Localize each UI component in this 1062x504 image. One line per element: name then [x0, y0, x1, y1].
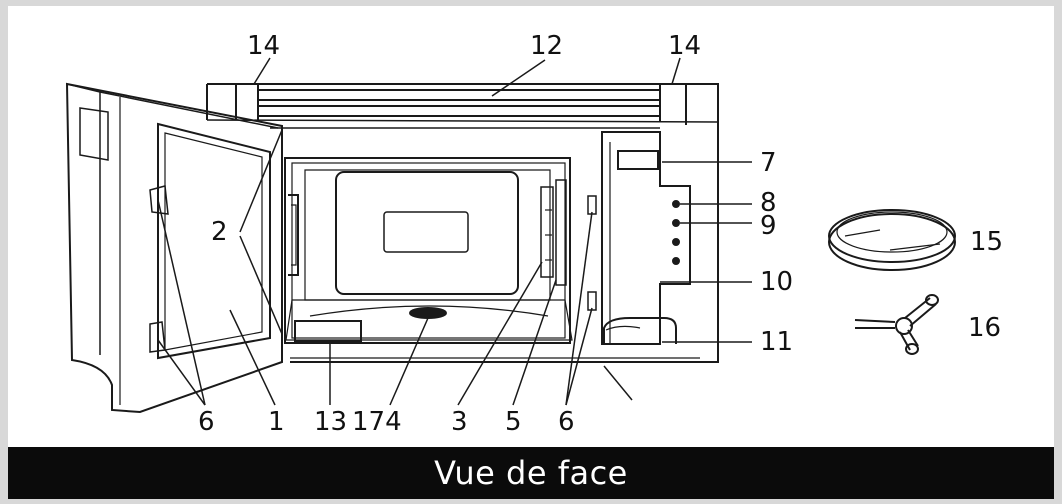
callout-15: 15 — [970, 227, 1003, 257]
roller-ring-support — [854, 294, 939, 355]
callout-6-right: 6 — [558, 407, 575, 437]
callout-5: 5 — [505, 407, 522, 437]
callout-3: 3 — [451, 407, 468, 437]
callout-leader-lines — [157, 57, 752, 406]
turntable-glass-tray — [828, 209, 956, 271]
callout-12: 12 — [530, 31, 563, 61]
callout-8: 8 — [760, 188, 777, 218]
callout-16: 16 — [968, 313, 1001, 343]
callout-10: 10 — [760, 267, 793, 297]
callout-9: 9 — [760, 211, 777, 241]
callout-174: 174 — [352, 407, 402, 437]
callout-2: 2 — [211, 217, 228, 247]
callout-6-left: 6 — [198, 407, 215, 437]
callout-11: 11 — [760, 327, 793, 357]
callout-7: 7 — [760, 148, 777, 178]
callout-14-left: 14 — [247, 31, 280, 61]
callout-14-right: 14 — [668, 31, 701, 61]
callout-13: 13 — [314, 407, 347, 437]
figure-caption: Vue de face — [434, 454, 628, 492]
caption-bar: Vue de face — [8, 447, 1054, 499]
microwave-body — [206, 83, 719, 401]
open-door — [65, 82, 283, 414]
callout-1: 1 — [268, 407, 285, 437]
